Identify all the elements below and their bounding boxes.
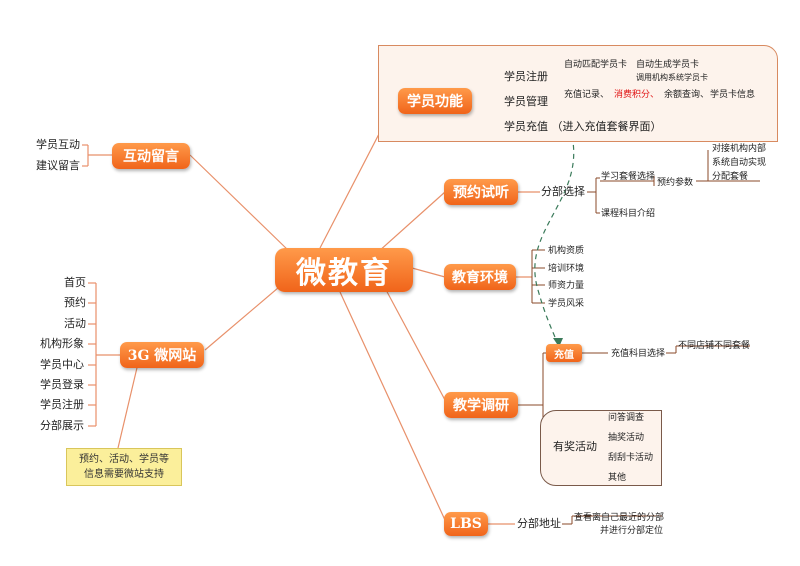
reward-item: 刮刮卡活动 [608, 453, 654, 463]
note-line: 信息需要微站支持 [84, 469, 164, 480]
reward-box [540, 410, 662, 486]
link-center-huanjing [411, 267, 446, 278]
xueyuan-recharge: 学员充值 （进入充值套餐界面） [504, 120, 662, 133]
branch-hudong[interactable]: 互动留言 [112, 143, 190, 169]
huanjing-item: 学员风采 [548, 299, 585, 309]
branch-huanjing[interactable]: 教育环境 [444, 264, 516, 290]
yuyue-fenbu: 分部选择 [541, 185, 585, 198]
branch-diaoyan[interactable]: 教学调研 [444, 392, 518, 418]
xueyuan-register: 学员注册 [504, 70, 548, 83]
web3g-item: 机构形象 [40, 337, 84, 350]
diaoyan-reward: 有奖活动 [553, 440, 597, 453]
manage-item-highlight: 消费积分、 [614, 90, 660, 100]
web3g-note: 预约、活动、学员等 信息需要微站支持 [66, 448, 182, 486]
center-node[interactable]: 微教育 [275, 248, 413, 292]
manage-item: 余额查询、 [664, 90, 710, 100]
yuyue-auto: 对接机构内部 [712, 144, 767, 154]
yuyue-course: 课程科目介绍 [601, 209, 656, 219]
web3g-item: 预约 [64, 296, 86, 309]
hudong-item: 建议留言 [36, 159, 80, 172]
dashed-arrow [534, 135, 575, 345]
diaoyan-chongzhi[interactable]: 充值 [546, 344, 582, 362]
manage-item: 充值记录、 [564, 90, 610, 100]
branch-lbs[interactable]: LBS [444, 512, 488, 536]
branch-yuyue[interactable]: 预约试听 [444, 179, 518, 205]
lbs-desc: 查看离自己最近的分部 [574, 513, 665, 523]
huanjing-item: 机构资质 [548, 246, 585, 256]
link-center-diaoyan [384, 287, 446, 401]
reward-item: 其他 [608, 473, 627, 483]
lbs-desc: 并进行分部定位 [600, 526, 664, 536]
xueyuan-register-sub2a: 自动生成学员卡 [636, 60, 700, 70]
yuyue-taocan: 学习套餐选择 [601, 172, 656, 182]
lbs-fenbu: 分部地址 [517, 517, 561, 530]
link-center-lbs [339, 291, 446, 521]
yuyue-params: 预约参数 [657, 178, 694, 188]
branch-web3g[interactable]: 3G 微网站 [120, 342, 204, 368]
hudong-item: 学员互动 [36, 138, 80, 151]
note-line: 预约、活动、学员等 [79, 454, 169, 465]
link-center-web3g [204, 281, 286, 351]
reward-item: 抽奖活动 [608, 433, 645, 443]
xueyuan-register-sub2b: 调用机构系统学员卡 [636, 73, 708, 82]
link-note [117, 354, 141, 449]
web3g-item: 学员登录 [40, 378, 84, 391]
huanjing-item: 培训环境 [548, 264, 585, 274]
branch-xueyuan[interactable]: 学员功能 [398, 88, 472, 114]
huanjing-item: 师资力量 [548, 281, 585, 291]
diaoyan-subject: 充值科目选择 [611, 349, 666, 359]
link-center-yuyue [377, 191, 446, 253]
manage-item: 学员卡信息 [710, 90, 756, 100]
yuyue-auto: 系统自动实现 [712, 158, 767, 168]
web3g-item: 学员中心 [40, 358, 84, 371]
reward-item: 问答调查 [608, 413, 645, 423]
diaoyan-store: 不同店铺不同套餐 [678, 341, 751, 351]
xueyuan-register-sub: 自动匹配学员卡 [564, 60, 628, 70]
yuyue-auto: 分配套餐 [712, 172, 749, 182]
web3g-item: 分部展示 [40, 419, 84, 432]
xueyuan-manage: 学员管理 [504, 95, 548, 108]
web3g-item: 首页 [64, 276, 86, 289]
web3g-item: 活动 [64, 317, 86, 330]
link-center-hudong [189, 154, 291, 253]
web3g-item: 学员注册 [40, 398, 84, 411]
